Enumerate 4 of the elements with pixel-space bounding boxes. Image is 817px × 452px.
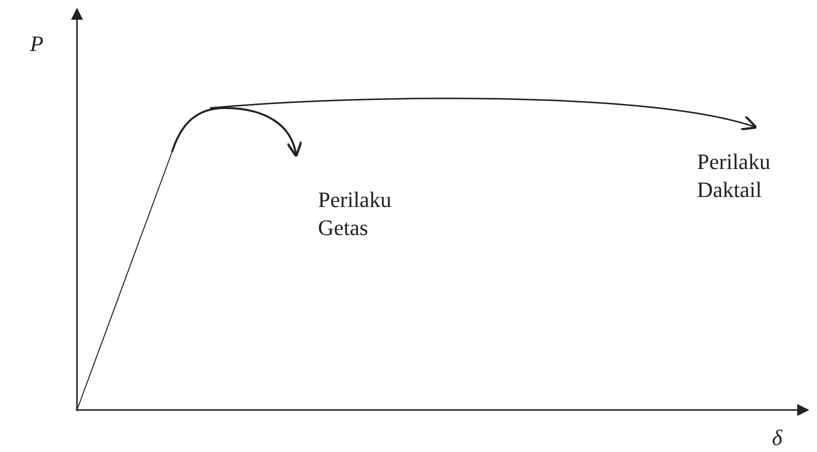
curve-label: Perilaku Daktail — [697, 148, 772, 204]
axis-label: δ — [772, 424, 784, 452]
curve-label: Perilaku Getas — [318, 186, 392, 242]
axis-label: P — [30, 30, 44, 58]
